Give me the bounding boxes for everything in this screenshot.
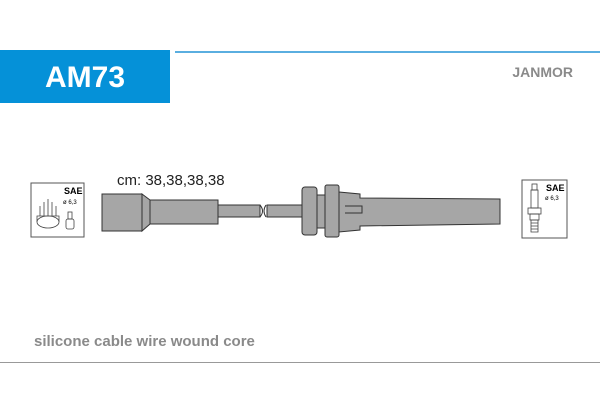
right-sae-label: SAE	[546, 183, 565, 193]
boot-left	[101, 193, 306, 233]
cable-description: silicone cable wire wound core	[34, 333, 255, 350]
terminal-icon	[65, 211, 75, 230]
part-code-banner	[0, 50, 170, 103]
left-sae-label: SAE	[64, 186, 83, 196]
cable-lengths: cm: 38,38,38,38	[117, 172, 225, 189]
spark-plug-connector-box: SAE ø 6,3	[521, 179, 568, 239]
left-diameter-label: ø 6,3	[63, 200, 77, 206]
part-code: AM73	[44, 61, 126, 94]
brand-name: JANMOR	[512, 64, 573, 80]
footer-divider	[0, 362, 600, 363]
distributor-connector-box: SAE ø 6,3	[30, 182, 85, 238]
right-diameter-label: ø 6,3	[545, 196, 559, 202]
distributor-cap-icon	[36, 199, 60, 229]
boot-right	[301, 184, 501, 238]
spark-plug-icon	[527, 183, 542, 233]
header-divider	[175, 51, 600, 53]
